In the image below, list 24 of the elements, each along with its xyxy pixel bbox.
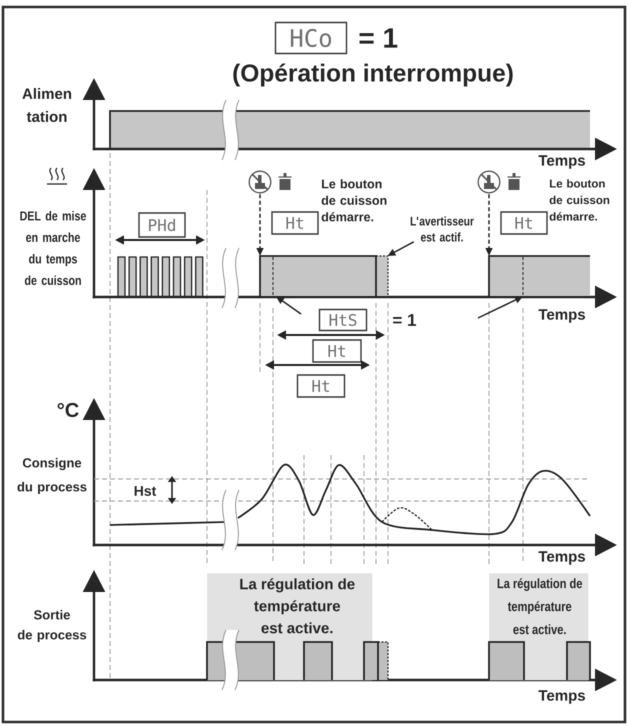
callout-text: L'avertisseur est actif.: [410, 216, 474, 242]
hysteresis-label: Hst: [134, 486, 156, 496]
parameter-display: Ht: [500, 211, 548, 235]
signal-pulse: [488, 255, 590, 296]
time-axis-label: Temps: [538, 155, 585, 169]
parameter-display: Ht: [312, 339, 362, 363]
annotation-text: Le bouton de cuisson démarre.: [322, 179, 386, 222]
annotation-text: Le bouton de cuisson démarre.: [550, 179, 610, 221]
axis-label: Sortie de process: [18, 610, 86, 642]
signal-pulse: [259, 255, 389, 296]
parameter-display: Ht: [271, 211, 319, 235]
axis-label: Consigne du process: [18, 458, 86, 494]
value-label: = 1: [393, 314, 416, 326]
parameter-display: HCo: [274, 22, 348, 54]
parameter-display: HtS: [318, 308, 368, 332]
axis-label: DEL de mise en marche du temps de cuisson: [20, 210, 86, 286]
unit-label: °C: [58, 402, 79, 418]
parameter-display: Ht: [296, 374, 346, 398]
button-icon: [248, 170, 292, 194]
title: (Opération interrompue): [233, 63, 513, 87]
axis-label: Alimen tation: [22, 88, 72, 122]
parameter-display: PHd: [138, 212, 186, 238]
value-label: = 1: [360, 28, 398, 48]
button-icon: [478, 170, 520, 194]
